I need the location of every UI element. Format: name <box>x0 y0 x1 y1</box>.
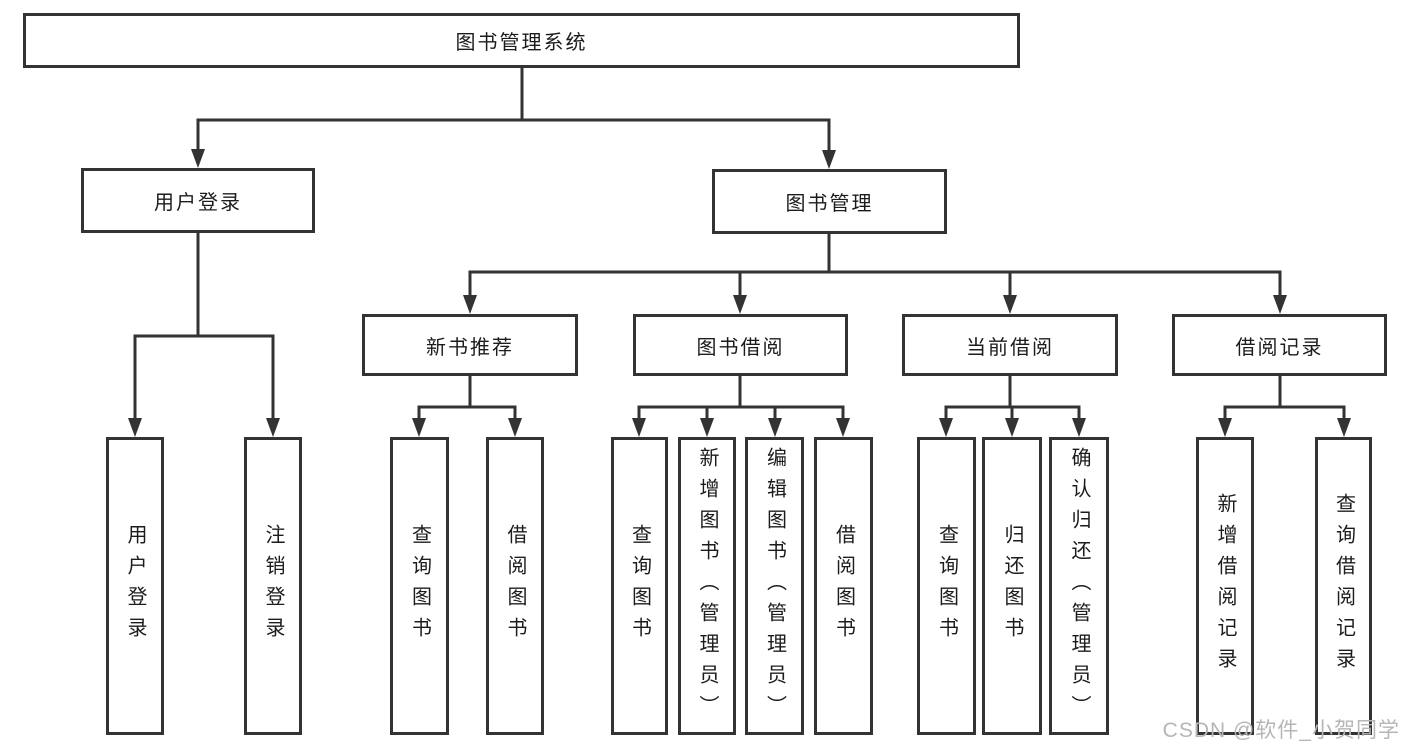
leaf-query-books-1: 查询图书 <box>390 437 449 735</box>
leaf-query-books-3: 查询图书 <box>917 437 976 735</box>
leaf-label: 确认归还（管理员） <box>1068 446 1090 726</box>
leaf-user-login: 用户登录 <box>106 437 164 735</box>
leaf-label: 新增借阅记录 <box>1214 493 1236 679</box>
leaf-label: 注销登录 <box>262 524 284 648</box>
leaf-label: 借阅图书 <box>504 524 526 648</box>
node-current-borrowing: 当前借阅 <box>902 314 1118 376</box>
leaf-logout: 注销登录 <box>244 437 302 735</box>
node-new-book-recommendation: 新书推荐 <box>362 314 578 376</box>
leaf-label: 查询图书 <box>935 524 958 648</box>
leaf-label: 借阅图书 <box>832 524 855 648</box>
node-label: 用户登录 <box>154 192 242 214</box>
leaf-add-book-admin: 新增图书（管理员） <box>678 437 736 735</box>
node-label: 新书推荐 <box>426 336 514 359</box>
leaf-label: 查询图书 <box>628 524 651 648</box>
leaf-label: 编辑图书（管理员） <box>763 446 786 726</box>
leaf-label: 查询借阅记录 <box>1332 493 1355 679</box>
node-label: 借阅记录 <box>1235 336 1324 359</box>
leaf-query-borrow-record: 查询借阅记录 <box>1315 437 1372 735</box>
leaf-label: 归还图书 <box>1001 524 1023 648</box>
node-borrowing-records: 借阅记录 <box>1172 314 1387 376</box>
leaf-borrow-books-2: 借阅图书 <box>814 437 873 735</box>
node-label: 图书管理系统 <box>455 32 588 54</box>
node-book-management: 图书管理 <box>712 169 947 234</box>
node-user-login: 用户登录 <box>81 168 315 233</box>
leaf-confirm-return-admin: 确认归还（管理员） <box>1049 437 1109 735</box>
leaf-label: 新增图书（管理员） <box>696 446 718 726</box>
node-book-borrowing: 图书借阅 <box>633 314 848 376</box>
leaf-edit-book-admin: 编辑图书（管理员） <box>745 437 804 735</box>
leaf-return-book: 归还图书 <box>982 437 1042 735</box>
leaf-borrow-books-1: 借阅图书 <box>486 437 544 735</box>
leaf-query-books-2: 查询图书 <box>611 437 668 735</box>
leaf-label: 查询图书 <box>408 524 431 648</box>
node-library-system: 图书管理系统 <box>23 13 1020 68</box>
leaf-add-borrow-record: 新增借阅记录 <box>1196 437 1254 735</box>
node-label: 当前借阅 <box>966 336 1054 359</box>
node-label: 图书借阅 <box>696 336 785 359</box>
leaf-label: 用户登录 <box>124 524 146 648</box>
node-label: 图书管理 <box>785 193 874 215</box>
